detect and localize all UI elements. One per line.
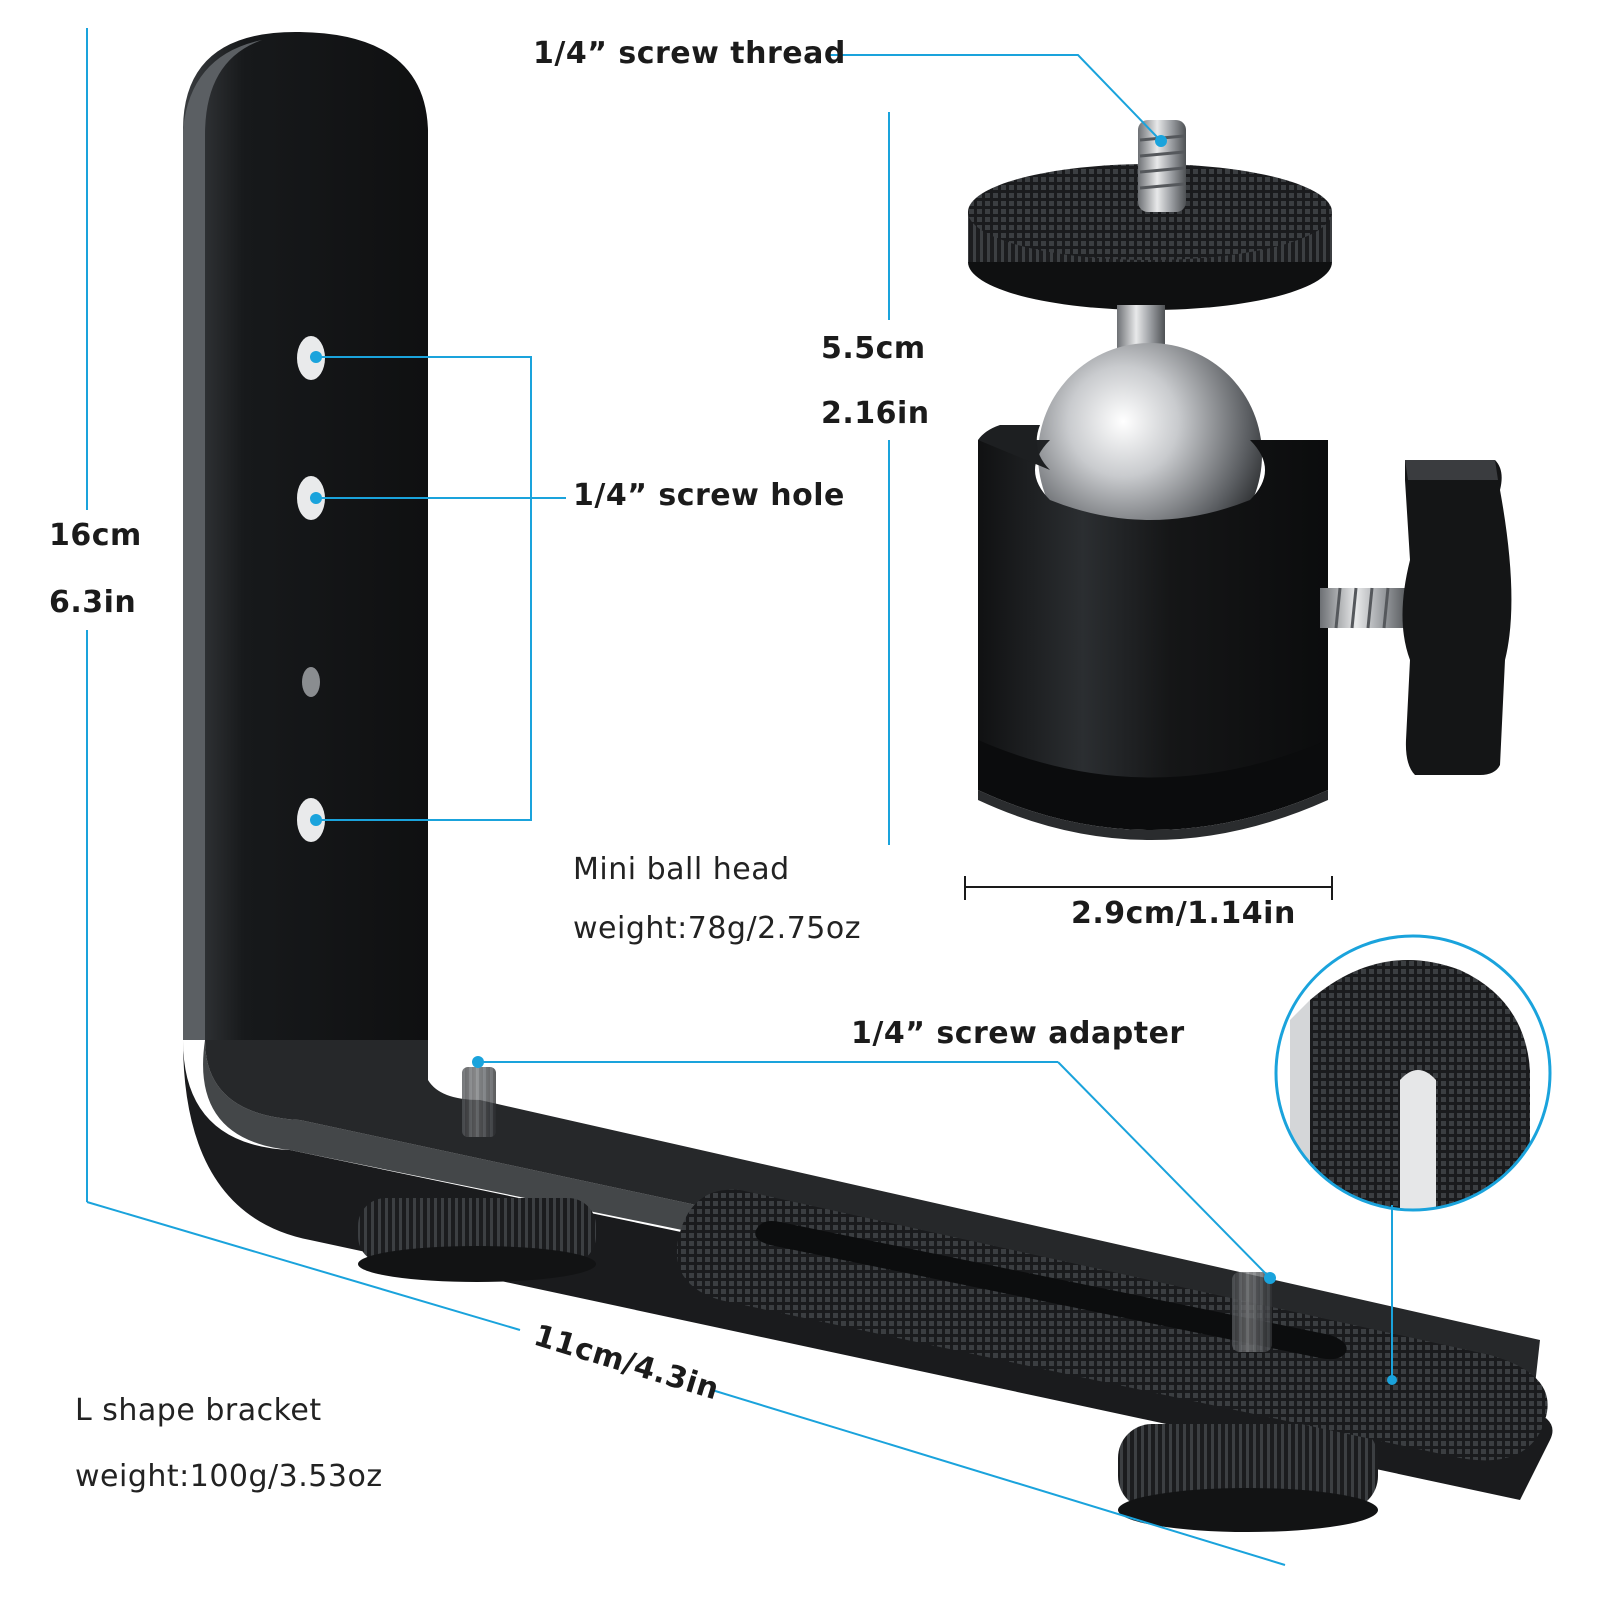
- screw-adapter-label: 1/4” screw adapter: [851, 1016, 1185, 1051]
- screw-thread-label: 1/4” screw thread: [533, 36, 846, 71]
- ballhead-height-cm: 5.5cm: [821, 331, 926, 366]
- callout-lines: [86, 28, 1393, 1566]
- mini-ball-head: [968, 120, 1512, 840]
- screw-hole-label: 1/4” screw hole: [573, 478, 845, 513]
- ballhead-width-line: [964, 876, 1333, 900]
- bracket-height-cm: 16cm: [49, 518, 142, 553]
- bracket-height-in: 6.3in: [49, 585, 137, 620]
- ballhead-name: Mini ball head: [573, 852, 790, 887]
- callout-dots: [310, 135, 1397, 1385]
- bracket-weight: weight:100g/3.53oz: [75, 1459, 383, 1494]
- ballhead-width-label: 2.9cm/1.14in: [1071, 896, 1296, 931]
- zoom-detail-circle: [1274, 934, 1552, 1212]
- ballhead-height-in: 2.16in: [821, 396, 930, 431]
- bracket-name: L shape bracket: [75, 1393, 322, 1428]
- slotted-plate: [676, 1189, 1548, 1461]
- ballhead-weight: weight:78g/2.75oz: [573, 911, 861, 946]
